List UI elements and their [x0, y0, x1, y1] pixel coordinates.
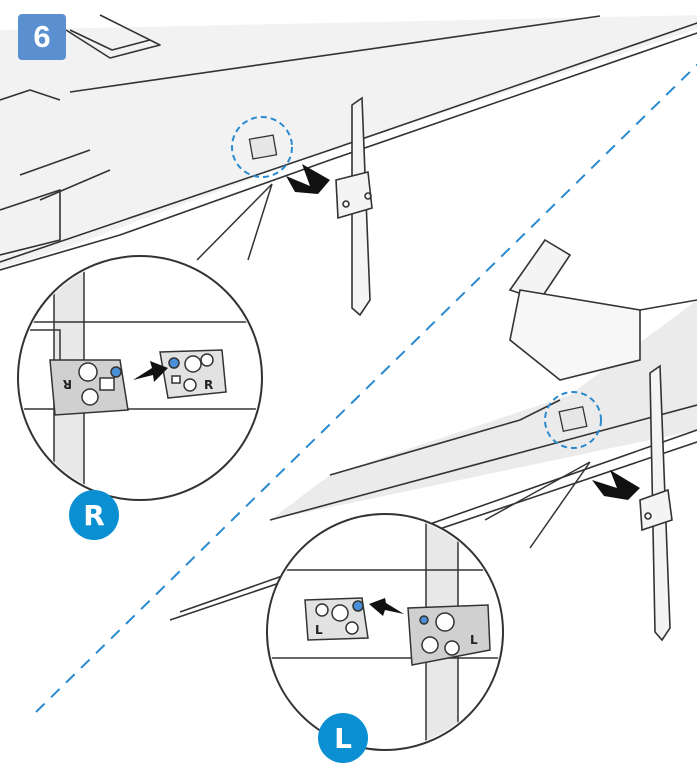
zoom-detail-right: R R [17, 255, 263, 501]
mount-point-right [231, 116, 293, 178]
tv-right-side [0, 14, 697, 271]
arrow-icon [369, 598, 404, 616]
bracket-letter-right: R [63, 377, 72, 391]
tv-left-side [169, 238, 697, 621]
step-number-badge: 6 [18, 14, 66, 60]
arrow-icon [286, 164, 330, 194]
stand-leg-right [335, 96, 373, 317]
clip-letter-right: R [204, 378, 213, 392]
clip-letter-left: L [315, 623, 323, 637]
divider-line [35, 63, 697, 713]
side-label-right: R [69, 490, 119, 540]
arrow-icon [592, 470, 640, 500]
mount-point-left [544, 391, 602, 449]
zoom-detail-left: L L [266, 513, 504, 751]
side-label-left: L [318, 713, 368, 763]
bracket-letter-left: L [470, 633, 478, 647]
stand-leg-left [639, 364, 673, 642]
arrow-icon [133, 361, 168, 382]
